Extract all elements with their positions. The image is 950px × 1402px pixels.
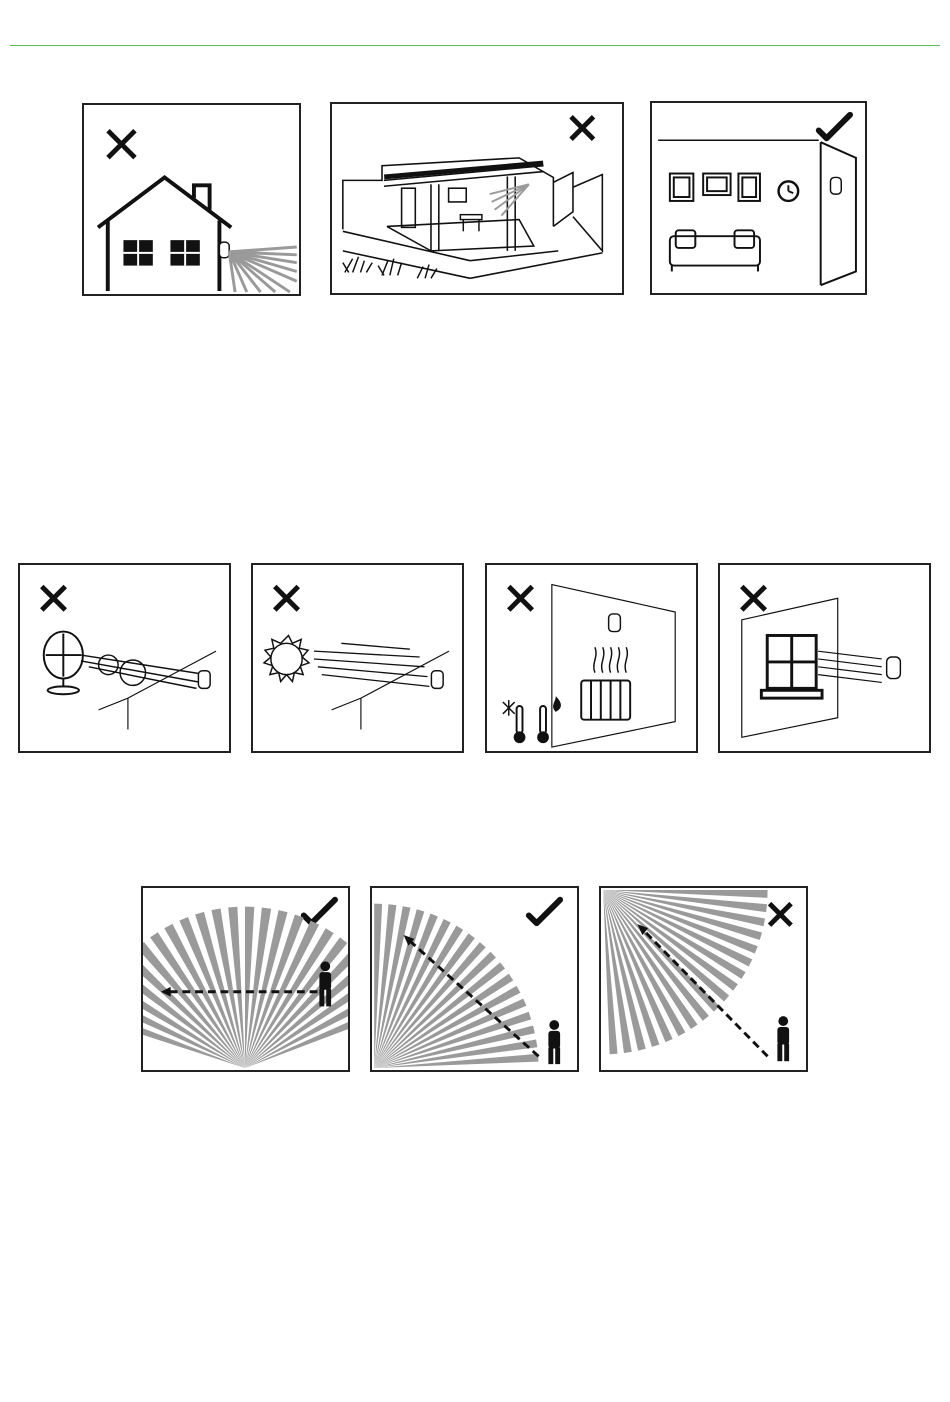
walk-across-beams-illustration [143,888,348,1070]
sensor-icon [219,242,229,258]
sensor-beams [374,904,538,1068]
open-door [821,142,856,285]
covered-patio-illustration [332,104,622,293]
sofa [670,230,760,271]
cross-icon [42,587,65,610]
radiator-icon [581,681,630,720]
patio-roof-beam [384,161,543,180]
panel-window-draft [718,563,931,753]
panel-covered-patio [330,102,624,295]
living-room-illustration [652,103,865,293]
cross-icon [571,117,594,140]
panel-walk-toward-sensor [599,886,808,1072]
panel-walk-across-corner-beams [370,886,579,1072]
fan-airflow-illustration [20,565,229,751]
cross-icon [110,132,134,156]
sensor-beams [143,907,348,1068]
flame-icon [553,696,561,712]
draft-lines [818,651,882,682]
thermometer-cold-icon [515,706,525,742]
panel-heater-temperature [485,563,698,753]
sensor-icon [431,671,443,689]
check-icon [304,900,335,923]
panel-house-exterior [82,103,301,296]
plants [343,257,437,279]
cross-icon [275,587,298,610]
room-corner [332,651,449,729]
sun-icon [264,635,309,681]
heater-temperature-illustration [487,565,696,751]
patio-building [343,158,603,278]
person-icon [777,1016,789,1061]
sun-rays [314,643,430,686]
walk-across-corner-beams-illustration [372,888,577,1070]
panel-fan-airflow [18,563,231,753]
cross-icon [770,904,792,926]
check-icon [819,115,850,139]
header-rule [10,45,940,46]
patio-table [460,215,482,232]
house-exterior-illustration [84,105,299,294]
cross-icon [509,587,532,610]
walk-toward-sensor-illustration [601,888,806,1070]
sensor-icon [198,671,210,689]
room-corner [99,651,216,729]
wall-frames [670,174,760,201]
panel-walk-across-beams [141,886,350,1072]
air-swirls [81,655,206,688]
panel-living-room-interior [650,101,867,295]
house-drawing [98,177,231,291]
direct-sunlight-illustration [253,565,462,751]
cross-icon [742,587,765,610]
person-icon [548,1020,560,1064]
check-icon [529,900,560,923]
sensor-beams [490,184,529,215]
sensor-icon [830,177,841,194]
window-draft-illustration [720,565,929,751]
fan-icon [44,632,83,695]
sensor-icon [887,657,901,679]
heat-arrows [594,647,628,672]
clock-icon [779,181,799,201]
window-icon [761,635,822,698]
thermometer-hot-icon [538,706,548,742]
snowflake-icon [503,700,515,716]
sensor-icon [609,614,621,632]
sensor-beams [229,247,297,292]
wall-plane [552,585,675,748]
panel-direct-sunlight [251,563,464,753]
